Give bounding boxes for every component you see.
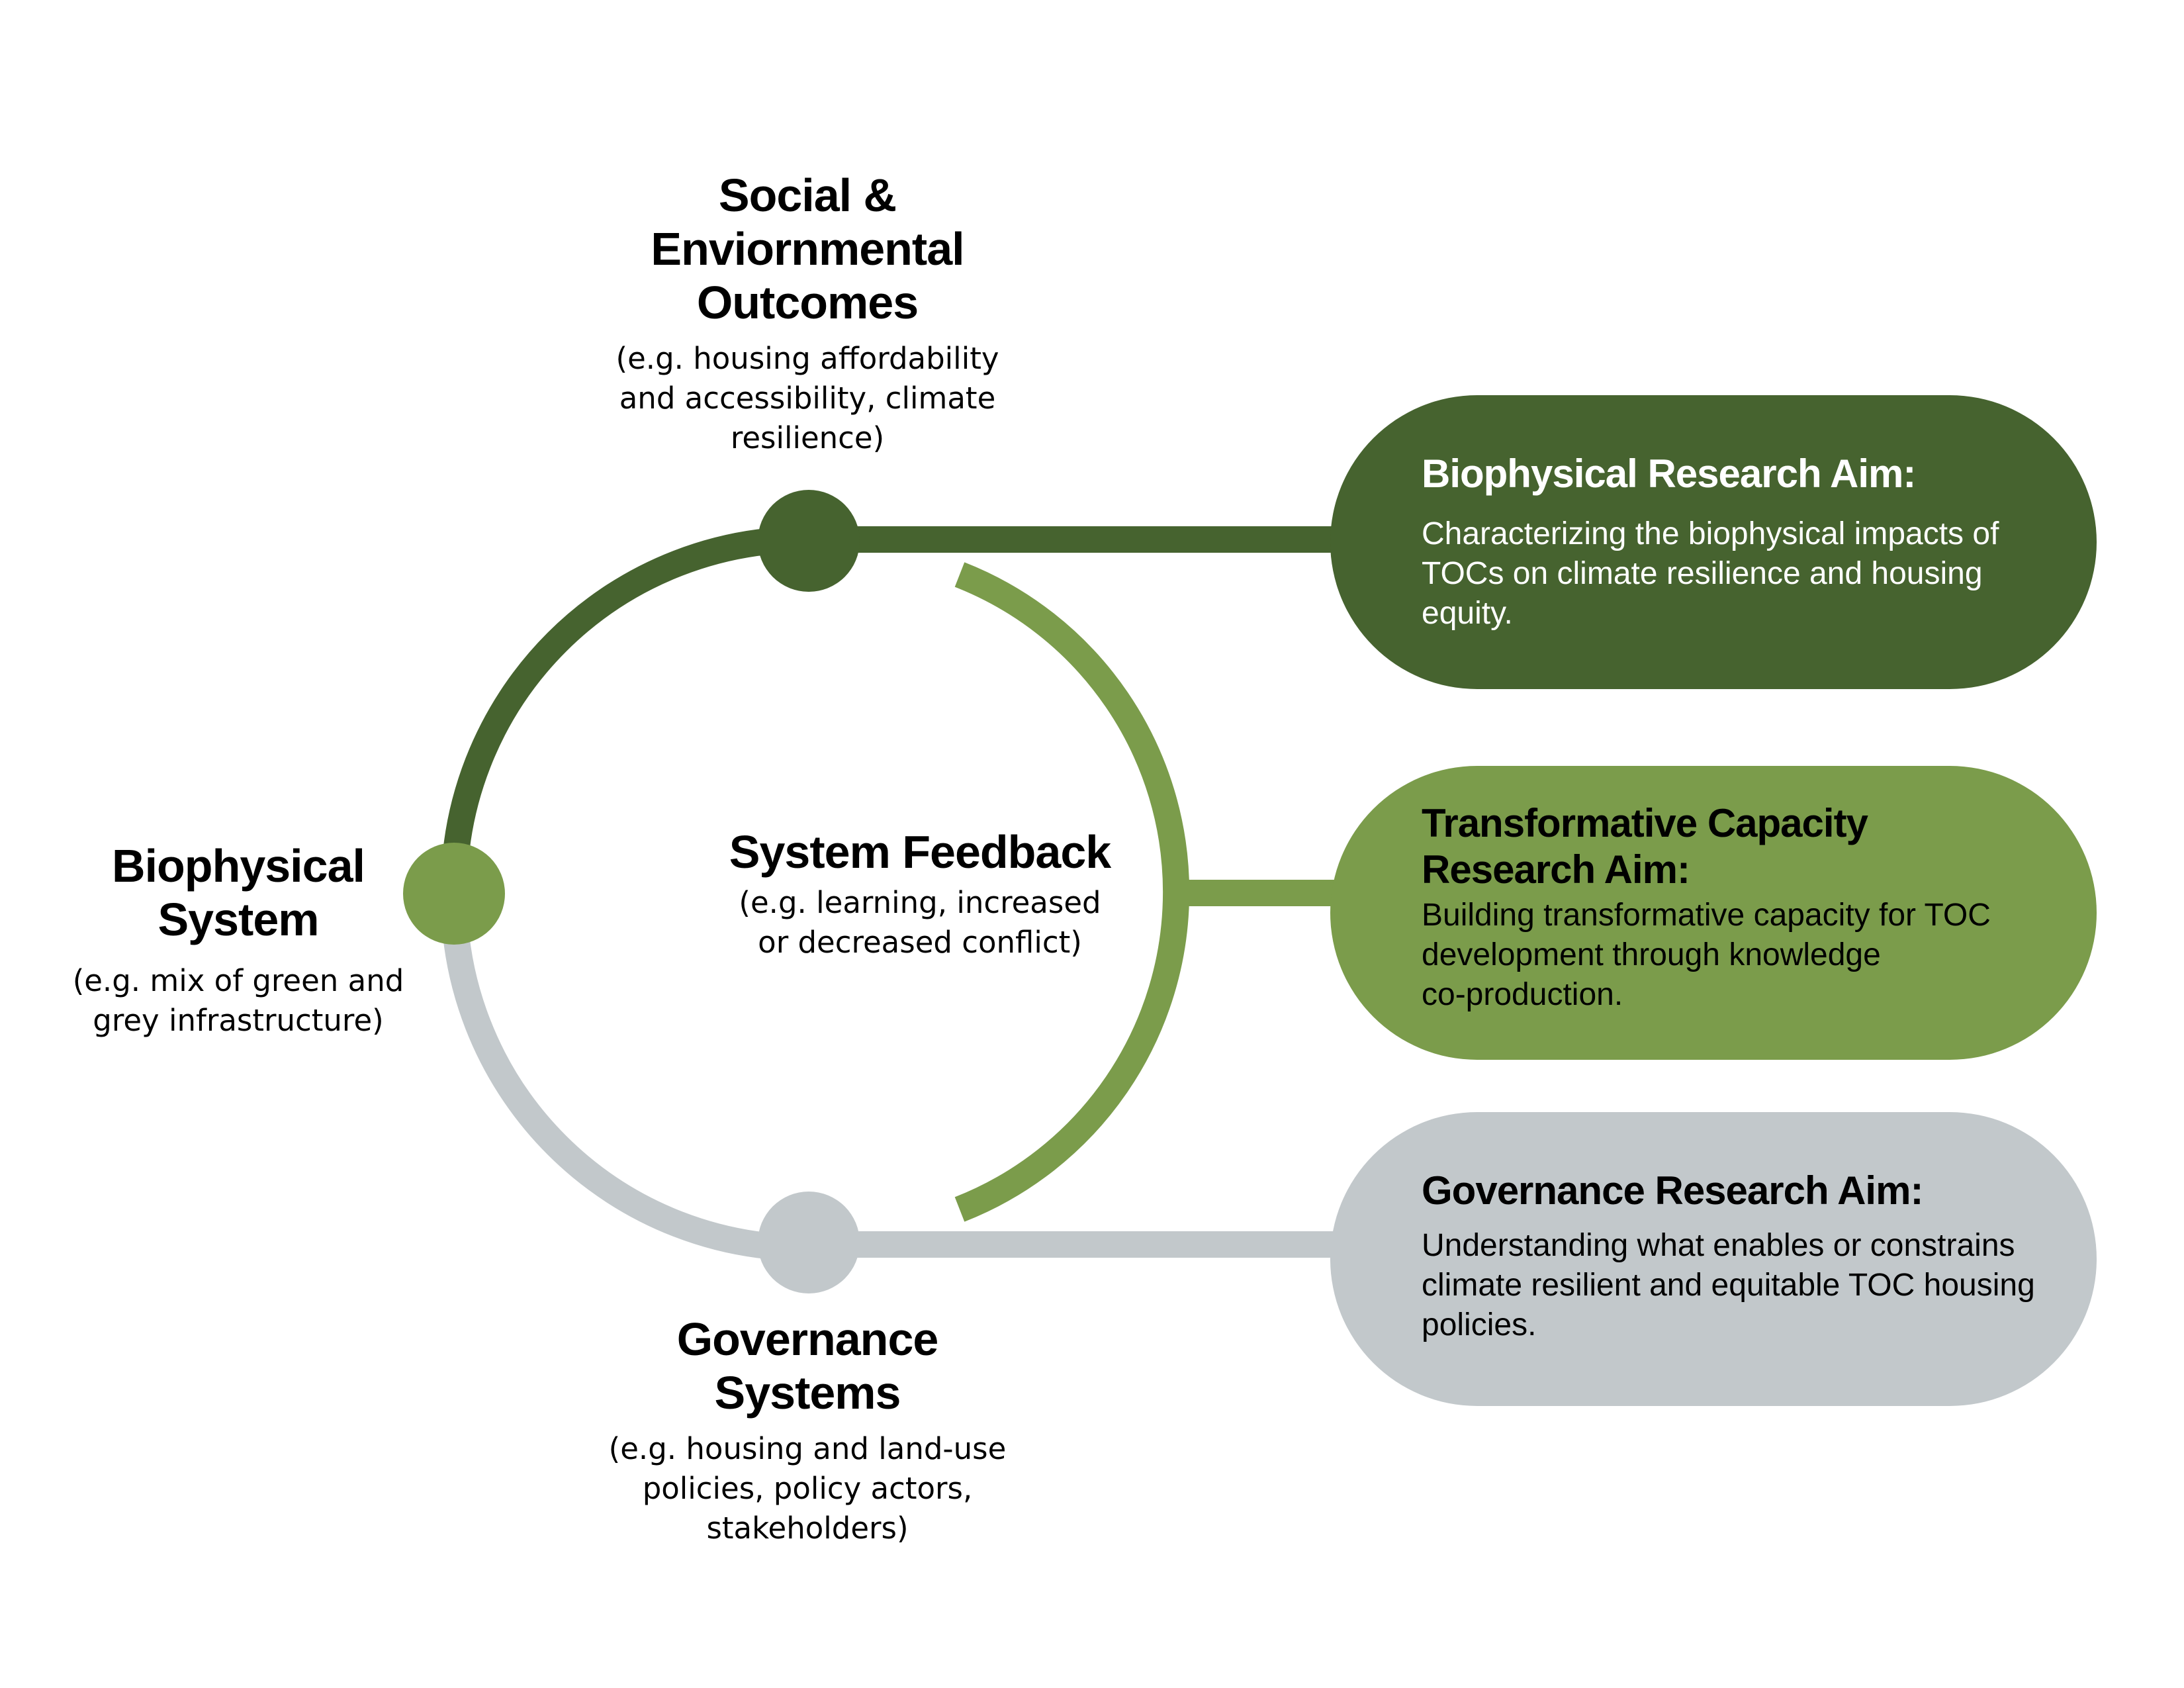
transformative-aim-text: Building transformative capacity for TOC… xyxy=(1422,898,1991,1012)
feedback-node-label: System Feedback (e.g. learning, increase… xyxy=(702,825,1138,962)
biophysical-node-circle xyxy=(403,843,505,945)
transformative-capacity-research-aim: Transformative Capacity Research Aim: Bu… xyxy=(1330,766,2097,1060)
governance-aim-text: Understanding what enables or constrains… xyxy=(1422,1228,2035,1342)
biophysical-aim-text: Characterizing the biophysical impacts o… xyxy=(1422,516,1999,631)
feedback-title: System Feedback xyxy=(729,826,1111,878)
system-feedback-arc xyxy=(954,562,1190,1222)
biophysical-aim-title: Biophysical Research Aim: xyxy=(1422,451,1916,496)
outcomes-to-biophysical-arc xyxy=(440,526,809,894)
outcomes-node-label: Social & Enviornmental Outcomes (e.g. ho… xyxy=(569,169,1046,458)
outcomes-description: (e.g. housing affordability and accessib… xyxy=(615,341,999,455)
governance-title: Governance Systems xyxy=(676,1313,939,1419)
biophysical-node-label: Biophysical System (e.g. mix of green an… xyxy=(40,839,437,1041)
biophysical-research-aim: Biophysical Research Aim: Characterizing… xyxy=(1330,395,2097,689)
governance-aim-title: Governance Research Aim: xyxy=(1422,1168,1923,1213)
outcomes-node-circle xyxy=(758,490,860,592)
outcomes-title: Social & Enviornmental Outcomes xyxy=(651,169,964,328)
biophysical-title: Biophysical System xyxy=(112,840,365,945)
transformative-aim-title: Transformative Capacity Research Aim: xyxy=(1422,801,1868,892)
feedback-description: (e.g. learning, increased or decreased c… xyxy=(739,885,1101,960)
governance-node-label: Governance Systems (e.g. housing and lan… xyxy=(569,1313,1046,1548)
governance-node-circle xyxy=(758,1192,860,1293)
governance-description: (e.g. housing and land-use policies, pol… xyxy=(608,1431,1007,1546)
biophysical-to-governance-arc xyxy=(440,893,809,1262)
governance-research-aim: Governance Research Aim: Understanding w… xyxy=(1330,1112,2097,1406)
biophysical-description: (e.g. mix of green and grey infrastructu… xyxy=(72,963,404,1038)
